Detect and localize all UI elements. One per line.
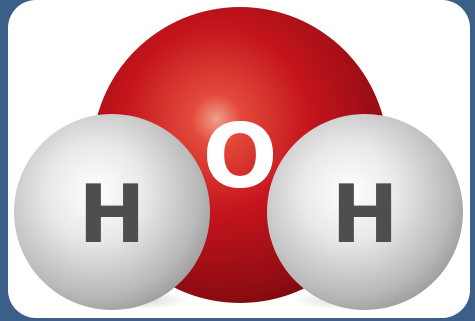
oxygen-label: O	[203, 105, 278, 208]
molecule-panel: O H H	[8, 0, 470, 318]
water-molecule-diagram: O H H	[14, 7, 463, 310]
hydrogen-atom-right: H	[267, 114, 463, 310]
hydrogen-left-label: H	[79, 168, 146, 261]
hydrogen-left-sphere	[14, 114, 210, 310]
hydrogen-right-label: H	[332, 168, 399, 261]
hydrogen-right-sphere	[267, 114, 463, 310]
hydrogen-atom-left: H	[14, 114, 210, 310]
